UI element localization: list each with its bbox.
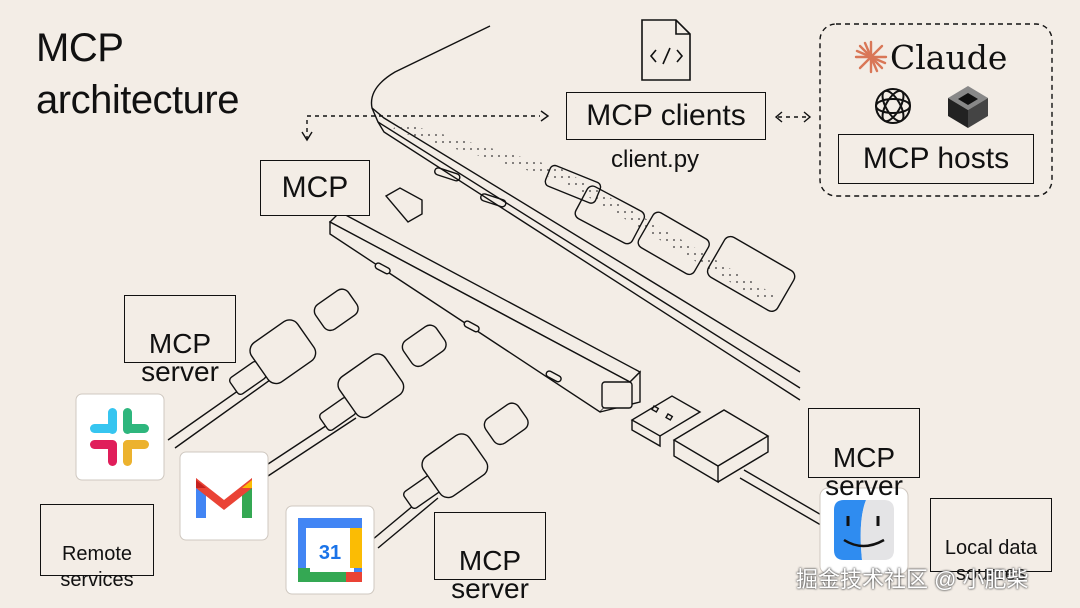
cube-logo-icon <box>948 86 988 128</box>
laptop <box>370 25 801 401</box>
code-file-icon <box>641 19 691 81</box>
slack-logo-icon <box>75 393 165 481</box>
claude-brand-text: Claude <box>890 38 1008 77</box>
mcp-hub-text: MCP <box>281 171 349 204</box>
watermark: 掘金技术社区 @ 小肥柴 <box>796 567 1029 592</box>
mcp-clients-label: MCP clients <box>566 92 766 140</box>
diagram-title: MCP architecture <box>36 26 239 122</box>
gmail-logo-icon <box>179 451 269 541</box>
local-data-sources-label: Local data sources <box>930 498 1052 585</box>
client-file-label: client.py <box>611 146 700 173</box>
calendar-day: 31 <box>319 542 341 564</box>
dashed-connectors <box>301 110 812 142</box>
mcp-hosts-label: MCP hosts <box>838 134 1034 184</box>
remote-services-label: Remote services <box>40 504 154 591</box>
mcp-server-label-right: MCP server <box>808 408 920 500</box>
google-calendar-icon <box>285 505 375 595</box>
mcp-hosts-text: MCP hosts <box>862 142 1010 175</box>
mcp-clients-text: MCP clients <box>586 99 746 132</box>
mcp-server-text: MCP server <box>141 328 219 387</box>
remote-services-text: Remote services <box>60 543 134 591</box>
usb-c-cables <box>167 288 529 549</box>
local-data-sources-text: Local data sources <box>944 537 1038 585</box>
mcp-server-text: MCP server <box>825 442 903 501</box>
claude-logo-icon <box>854 40 888 74</box>
mcp-hosts-container <box>819 23 1053 197</box>
mcp-server-label-bottom: MCP server <box>434 512 546 603</box>
finder-icon <box>819 487 909 575</box>
openai-logo-icon <box>875 88 911 124</box>
mcp-hub-label: MCP <box>260 160 370 216</box>
usb-a-cable <box>630 395 831 529</box>
mcp-server-label-top-left: MCP server <box>124 295 236 386</box>
mcp-server-text: MCP server <box>451 545 529 604</box>
